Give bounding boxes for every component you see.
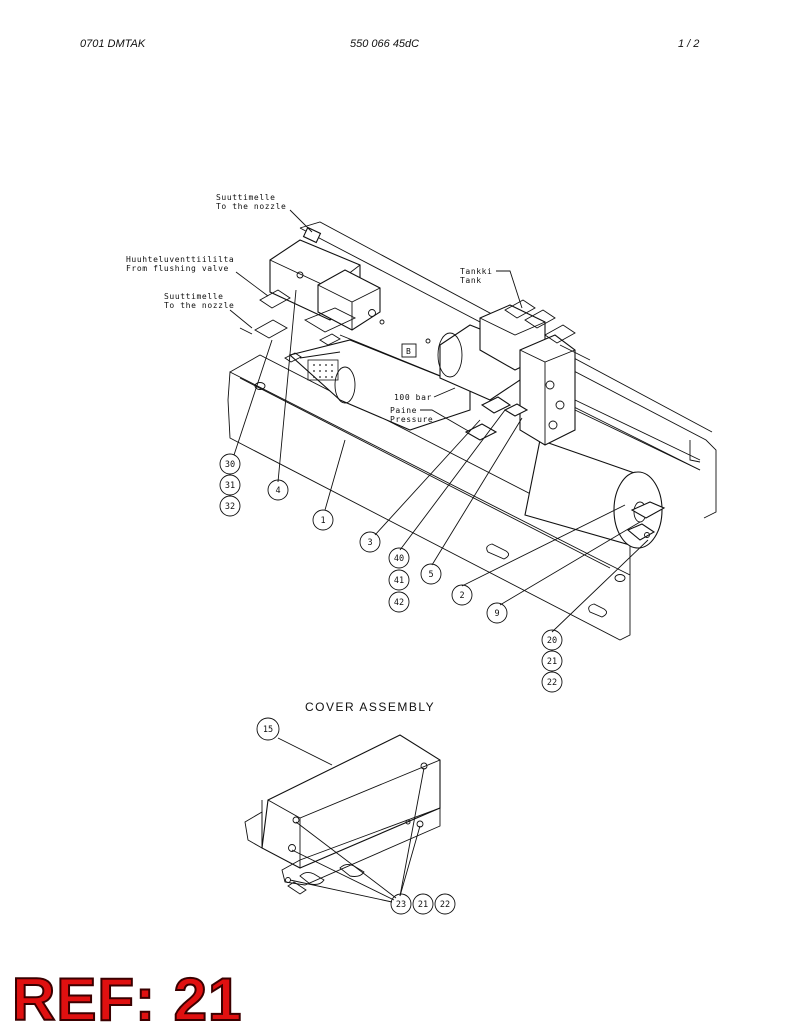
bubble-9: [486, 602, 508, 624]
leader-lines: [233, 289, 649, 633]
label-nozzle-mid-en: To the nozzle: [164, 301, 234, 310]
bubble-22-cover: [434, 893, 456, 915]
reference-box-b-label: B: [406, 347, 411, 356]
bubble-2-label: 2: [459, 591, 464, 601]
cover-assembly-title: COVER ASSEMBLY: [305, 700, 435, 714]
cover-leader-lines: [289, 767, 425, 903]
bubble-31: [219, 474, 241, 496]
bubble-1-label: 1: [320, 516, 325, 526]
label-flush-fi: Huuhteluventtiililta: [126, 255, 234, 264]
label-pressure-value: 100 bar: [394, 393, 432, 402]
bubble-1: [312, 509, 334, 531]
valve-block-right: [437, 299, 701, 471]
bubble-40-label: 40: [394, 554, 404, 564]
valve-block-left: [239, 226, 381, 339]
bubble-32-label: 32: [225, 502, 235, 512]
bubble-42-label: 42: [394, 598, 404, 608]
bubble-4-label: 4: [275, 486, 280, 496]
reference-stamp: REF: 21: [11, 966, 243, 1033]
label-pressure-en: Pressure: [390, 415, 433, 424]
bubble-23: [390, 893, 412, 915]
bubble-5: [420, 563, 442, 585]
bubble-31-label: 31: [225, 481, 235, 491]
label-pressure-fi: Paine: [390, 406, 417, 415]
bubble-22-cover-label: 22: [440, 900, 450, 910]
label-tank-en: Tank: [460, 276, 482, 285]
bubble-20: [541, 629, 563, 651]
bubble-21-label: 21: [547, 657, 557, 667]
bubble-5-label: 5: [428, 570, 433, 580]
item-bubbles-main: 30 31 32 4 1 3 40 41 42 5 2 9 20 21 22: [219, 453, 563, 693]
bubble-3-label: 3: [367, 538, 372, 548]
bubble-41-label: 41: [394, 576, 404, 586]
bubble-23-label: 23: [396, 900, 406, 910]
bubble-15-label: 15: [263, 725, 273, 735]
base-plate: [227, 354, 631, 641]
bubble-30-label: 30: [225, 460, 235, 470]
label-tank-fi: Tankki: [460, 267, 493, 276]
cover-assembly-drawing: [244, 734, 441, 895]
bubble-3: [359, 531, 381, 553]
bubble-30: [219, 453, 241, 475]
bubble-40: [388, 547, 410, 569]
label-nozzle-mid-fi: Suuttimelle: [164, 292, 224, 301]
bubble-21: [541, 650, 563, 672]
bubble-42: [388, 591, 410, 613]
filter-cylinder: [284, 333, 471, 431]
bubble-21-cover-label: 21: [418, 900, 428, 910]
label-flush-en: From flushing valve: [126, 264, 229, 273]
bubble-21-cover: [412, 893, 434, 915]
reference-box-b: [401, 343, 417, 358]
bubble-15: [256, 717, 280, 741]
bubble-32: [219, 495, 241, 517]
bubble-22-label: 22: [547, 678, 557, 688]
header-page-number: 1 / 2: [678, 38, 700, 50]
bubble-41: [388, 569, 410, 591]
bubble-20-label: 20: [547, 636, 557, 646]
label-nozzle-top-en: To the nozzle: [216, 202, 286, 211]
header-doc-code: 0701 DMTAK: [80, 38, 146, 50]
bubble-2: [451, 584, 473, 606]
bubble-4: [267, 479, 289, 501]
bubble-9-label: 9: [494, 609, 499, 619]
accumulator-tank: [524, 439, 666, 549]
label-nozzle-top-fi: Suuttimelle: [216, 193, 276, 202]
header-part-number: 550 066 45dC: [350, 38, 420, 50]
bubble-22: [541, 671, 563, 693]
